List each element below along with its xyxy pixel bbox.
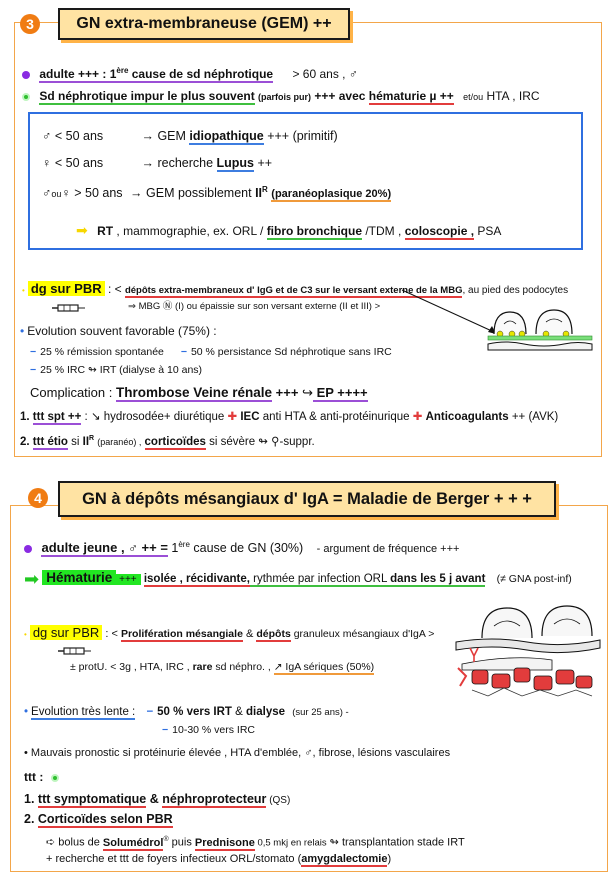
iga-evo-row-2: −10-30 % vers IRC [162, 724, 256, 736]
iga-evo-row-1: •Evolution très lente : −50 % vers IRT &… [24, 706, 349, 720]
gem-membrane-illustration [487, 309, 593, 351]
gem-sd-line: Sd néphrotique impur le plus souvent (pa… [22, 88, 540, 105]
gem-complication: Complication : Thrombose Veine rénale ++… [30, 385, 368, 402]
green-circle-icon [50, 773, 59, 782]
gem-title: GN extra-membraneuse (GEM) ++ [58, 8, 350, 40]
iga-ttt-2: 2. Corticoïdes selon PBR [24, 812, 173, 828]
gem-box-row-3: ♂ou♀ > 50 ans → GEM possiblement IIR (pa… [42, 185, 392, 203]
gem-evo-row-1: −25 % rémission spontanée −50 % persista… [30, 346, 392, 358]
iga-title: GN à dépôts mésangiaux d' IgA = Maladie … [58, 481, 556, 517]
gem-evo-title: •Evolution souvent favorable (75%) : [20, 324, 217, 338]
section-number-3: 3 [20, 14, 40, 34]
green-arrow-icon: ➡ [24, 568, 40, 589]
iga-adult-line: adulte jeune , ♂ ++ = 1ère cause de GN (… [24, 537, 459, 558]
gem-ttt-1: 1. ttt spt ++ : ↘ hydrosodée+ diurétique… [20, 411, 559, 425]
iga-hematurie-line: ➡ Hématurie +++ isolée , récidivante, ry… [24, 568, 572, 589]
gem-age-box [28, 112, 583, 250]
iga-mesangium-illustration [455, 605, 601, 702]
iga-ttt-2-rech: + recherche et ttt de foyers infectieux … [46, 853, 392, 867]
gem-evo-row-2: −25 % IRC ↬ IRT (dialyse à 10 ans) [30, 364, 203, 376]
section-number-4: 4 [28, 488, 48, 508]
iga-prognosis: • Mauvais pronostic si protéinurie élevé… [24, 747, 451, 759]
gem-box-row-2: ♀ < 50 ans → recherche Lupus ++ [42, 156, 273, 172]
gem-dg-line: •dg sur PBR : < dépôts extra-membraneux … [22, 281, 569, 298]
purple-dot-icon [24, 544, 32, 553]
red-plus-icon: ✚ [227, 411, 238, 423]
green-circle-icon [22, 92, 30, 101]
syringe-icon [58, 647, 91, 655]
gem-ttt-2: 2. ttt étio si IIR (paranéo) , corticoïd… [20, 435, 315, 450]
gem-box-row-1: ♂ < 50 ans → GEM idiopathique +++ (primi… [42, 129, 338, 145]
iga-dg-line: •dg sur PBR : < Prolifération mésangiale… [24, 625, 435, 642]
gem-box-rt-row: ➡ RT , mammographie, ex. ORL / fibro bro… [76, 222, 502, 240]
iga-ttt-2-sub: ➪ bolus de Solumédrol® puis Prednisone 0… [46, 836, 465, 851]
yellow-arrow-icon: ➡ [76, 222, 88, 238]
iga-ttt-1: 1. ttt symptomatique & néphroprotecteur … [24, 792, 291, 808]
red-plus-icon: ✚ [412, 411, 423, 423]
iga-dg-sub: ± protU. < 3g , HTA, IRC , rare sd néphr… [70, 661, 375, 675]
iga-ttt-label: ttt : [24, 769, 65, 785]
syringe-icon [52, 304, 85, 312]
purple-dot-icon [22, 70, 30, 79]
gem-dg-sub: ⇒ MBG Ⓝ (I) ou épaissie sur son versant … [128, 301, 381, 312]
gem-pointer-arrow [401, 289, 496, 334]
gem-adult-line: adulte +++ : 1ère cause de sd néphrotiqu… [22, 63, 358, 83]
